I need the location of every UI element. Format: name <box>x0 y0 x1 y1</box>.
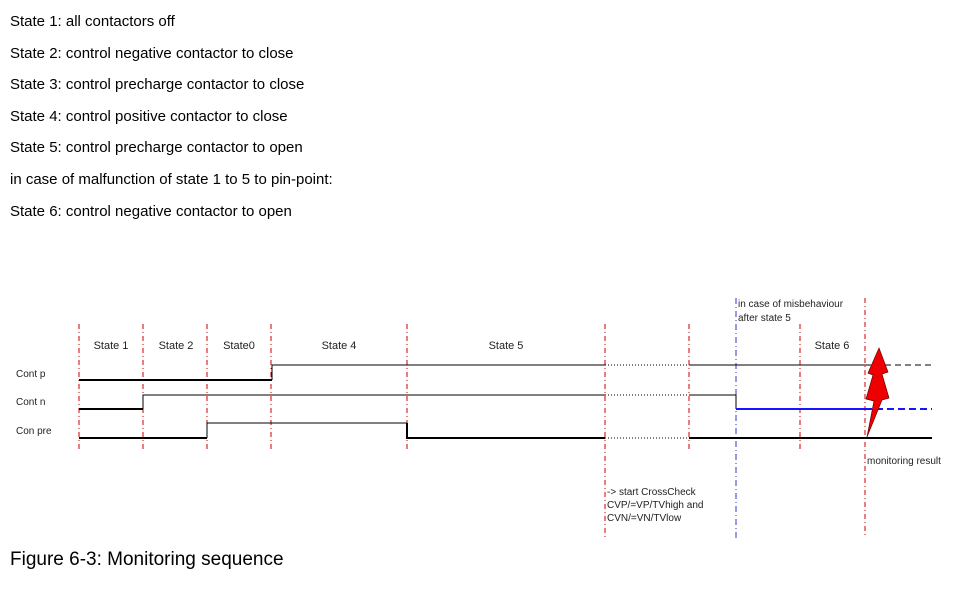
waveform-cont-p <box>79 364 932 381</box>
crosscheck-note-line-3: CVN/=VN/TVlow <box>607 513 682 524</box>
figure-caption: Figure 6-3: Monitoring sequence <box>10 549 284 570</box>
cont-p-high <box>271 364 605 380</box>
state-label: State 6 <box>815 340 850 352</box>
cont-n-high-continued <box>689 394 737 409</box>
crosscheck-note-line-1: -> start CrossCheck <box>607 487 697 498</box>
malfunction-note: in case of malfunction of state 1 to 5 t… <box>10 170 333 188</box>
lightning-icon <box>865 347 890 438</box>
waveform-cont-n <box>79 394 932 410</box>
state-1-description: State 1: all contactors off <box>10 13 175 30</box>
state-description-list: State 1: all contactors off State 2: con… <box>10 12 333 233</box>
con-pre-high <box>206 422 407 438</box>
state-dividers <box>78 298 866 538</box>
state-label: State 4 <box>322 340 357 352</box>
state-4-description: State 4: control positive contactor to c… <box>10 107 288 125</box>
signal-label-cont-p: Cont p <box>16 369 46 380</box>
misbehaviour-note-line-1: in case of misbehaviour <box>738 299 844 310</box>
waveform-con-pre <box>79 422 932 439</box>
state-3-description: State 3: control precharge contactor to … <box>10 76 305 94</box>
state-label: State0 <box>223 340 255 352</box>
state-5-description: State 5: control precharge contactor to … <box>10 139 303 157</box>
misbehaviour-note-line-2: after state 5 <box>738 313 791 324</box>
con-pre-low-again <box>406 423 605 439</box>
signal-label-cont-n: Cont n <box>16 397 45 408</box>
signal-label-con-pre: Con pre <box>16 426 52 437</box>
monitoring-result-label: monitoring result <box>867 456 941 467</box>
state-6-description: State 6: control negative contactor to o… <box>10 202 292 220</box>
state-label: State 5 <box>489 340 524 352</box>
state-2-description: State 2: control negative contactor to c… <box>10 44 294 62</box>
crosscheck-note-line-2: CVP/=VP/TVhigh and <box>607 500 703 511</box>
cont-n-high <box>142 394 605 409</box>
state-label: State 2 <box>159 340 194 352</box>
state-label: State 1 <box>94 340 129 352</box>
